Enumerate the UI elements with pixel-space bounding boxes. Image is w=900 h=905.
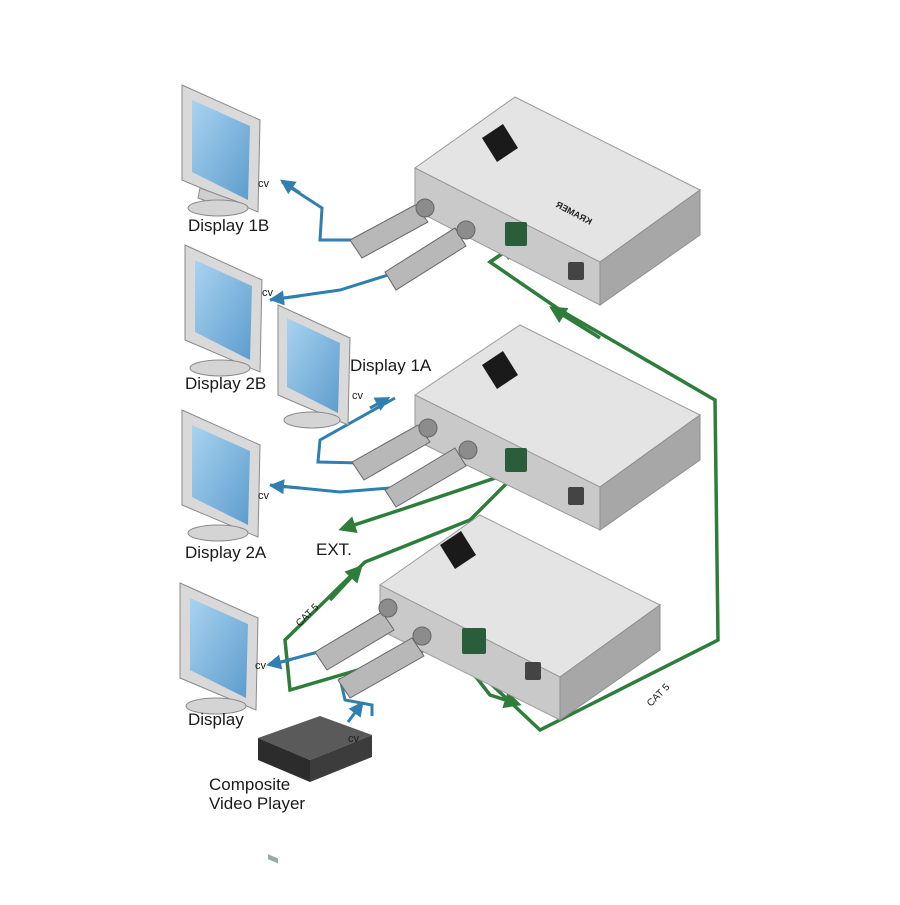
cv-label-2a: cv	[258, 490, 269, 502]
ext-loop-cable	[338, 466, 526, 534]
label-display-2b: Display 2B	[185, 374, 267, 393]
monitor-display-2b	[184, 244, 263, 377]
cv-cable-display-1a	[316, 396, 396, 465]
cv-cable-display	[266, 650, 319, 670]
receiver-top: KRAMER	[414, 96, 701, 306]
cat5-terminal-icon	[462, 628, 486, 654]
cv-label-player: cv	[348, 733, 359, 745]
power-jack-icon	[568, 487, 584, 505]
label-ext: EXT.	[316, 540, 352, 559]
cat5-terminal-icon	[505, 222, 527, 246]
cv-cable-player	[338, 677, 374, 723]
cv-cable-display-2b	[269, 273, 389, 306]
monitor-display-1b	[181, 84, 261, 217]
cv-label-1b: cv	[258, 178, 269, 190]
cv-cable-display-2a	[269, 479, 391, 495]
player-buttons-icon	[268, 854, 278, 864]
label-player-line2: Video Player	[209, 794, 306, 813]
monitor-display	[179, 582, 259, 715]
label-display-2a: Display 2A	[185, 543, 267, 562]
bnc-connectors	[314, 198, 478, 699]
cv-cable-display-1b	[280, 179, 365, 242]
transmitter	[379, 514, 661, 721]
receiver-mid	[414, 324, 701, 531]
power-jack-icon	[568, 262, 584, 280]
kramer-logo-icon	[482, 351, 518, 389]
kramer-logo-icon	[440, 531, 476, 569]
label-display-1a: Display 1A	[350, 356, 432, 375]
cat5-terminal-icon	[505, 448, 527, 472]
power-jack-icon	[525, 662, 541, 680]
monitor-display-1a	[277, 304, 351, 429]
cv-label-1a: cv	[352, 390, 363, 402]
monitor-display-2a	[181, 409, 261, 542]
cv-label-2b: cv	[262, 287, 273, 299]
cv-label-display: cv	[255, 660, 266, 672]
kramer-logo-icon	[482, 124, 518, 162]
label-display-1b: Display 1B	[188, 216, 270, 235]
label-display: Display	[188, 710, 244, 729]
composite-video-player	[258, 716, 372, 864]
label-player-line1: Composite	[209, 775, 291, 794]
